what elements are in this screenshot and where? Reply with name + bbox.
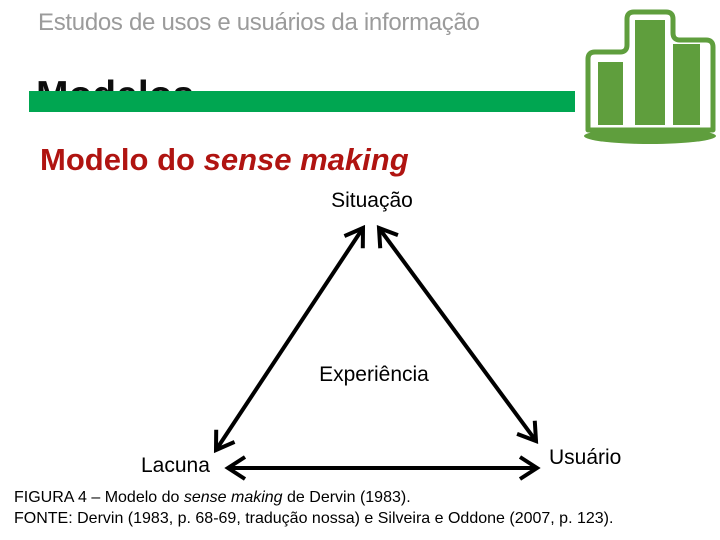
caption-figura-line: FIGURA 4 – Modelo do sense making de Der…	[14, 487, 613, 508]
title-accent-bar	[29, 91, 575, 112]
caption-figura-prefix: FIGURA 4 – Modelo do	[14, 489, 184, 506]
bar-right	[673, 44, 700, 125]
diagram-node-experiencia: Experiência	[319, 363, 429, 386]
figure-caption: FIGURA 4 – Modelo do sense making de Der…	[14, 487, 613, 529]
caption-figura-suffix: de Dervin (1983).	[282, 489, 411, 506]
caption-figura-italic: sense making	[183, 489, 283, 506]
subtitle-prefix: Modelo do	[40, 142, 204, 177]
diagram-node-lacuna: Lacuna	[141, 454, 210, 477]
section-subtitle: Modelo do sense making	[40, 144, 409, 175]
caption-fonte-line: FONTE: Dervin (1983, p. 68-69, tradução …	[14, 510, 614, 527]
edge-situacao-usuario	[376, 225, 539, 444]
edge-situacao-lacuna	[213, 224, 366, 454]
slide-kicker: Estudos de usos e usuários da informação	[38, 9, 480, 36]
subtitle-italic: sense making	[203, 142, 409, 177]
diagram-node-situacao: Situação	[331, 189, 413, 212]
bar-middle	[635, 20, 665, 125]
diagram-node-usuario: Usuário	[549, 446, 622, 469]
bar-chart-icon	[584, 9, 716, 144]
bar-left	[598, 62, 623, 125]
